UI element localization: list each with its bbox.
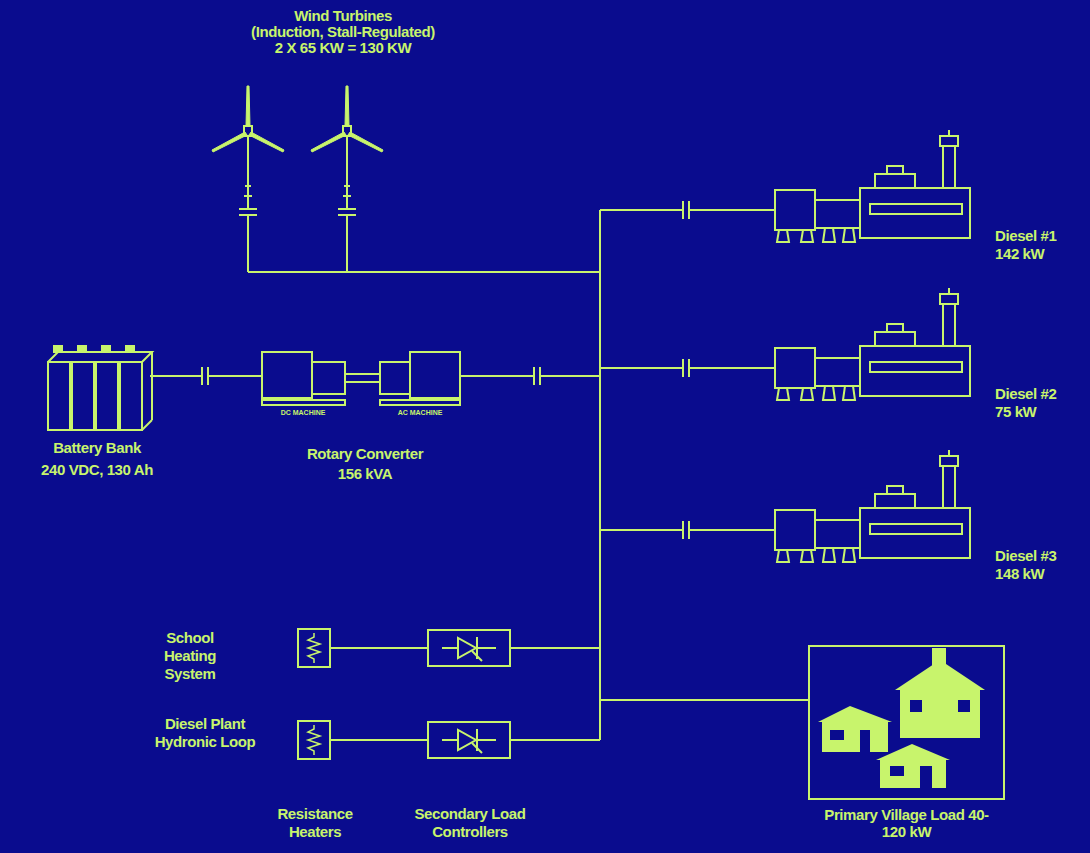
rating-label: 142 kW [995, 246, 1044, 262]
wind-turbine [212, 86, 284, 272]
component-subtitle: (Induction, Stall-Regulated) [251, 24, 435, 40]
rating-label: 148 kW [995, 566, 1044, 582]
diesel-genset [682, 450, 970, 562]
component-title: Heaters [289, 824, 341, 840]
load-label: Diesel Plant [165, 716, 245, 732]
component-title: Wind Turbines [294, 8, 392, 24]
machine-label: AC MACHINE [398, 409, 443, 417]
component-title: Controllers [432, 824, 508, 840]
diesel-genset [682, 130, 970, 242]
load-label: Hydronic Loop [155, 734, 256, 750]
resistance-heater [298, 721, 330, 759]
machine-label: DC MACHINE [281, 409, 326, 417]
component-title: Rotary Converter [307, 446, 423, 462]
rating-label: 2 X 65 KW = 130 KW [275, 40, 412, 56]
component-title: Battery Bank [53, 440, 141, 456]
component-title: Diesel #1 [995, 228, 1056, 244]
component-title: Secondary Load [414, 806, 525, 822]
secondary-load-controller [428, 630, 510, 666]
load-label: System [165, 666, 216, 682]
load-label: School [166, 630, 214, 646]
wind-turbine [311, 86, 383, 272]
resistance-heater [298, 629, 330, 667]
component-title: Resistance [277, 806, 352, 822]
rating-label: 156 kVA [338, 466, 392, 482]
load-label: Heating [164, 648, 216, 664]
load-label: Primary Village Load 40-120 kW [818, 806, 996, 840]
component-title: Diesel #2 [995, 386, 1056, 402]
component-title: Diesel #3 [995, 548, 1056, 564]
village-houses [818, 648, 985, 788]
rating-label: 240 VDC, 130 Ah [41, 462, 153, 478]
village-load-box: Primary Village Load 40-120 kW [808, 645, 1005, 800]
battery-bank [48, 346, 209, 430]
rotary-converter [262, 352, 541, 405]
rating-label: 75 kW [995, 404, 1036, 420]
bus-wiring [150, 210, 808, 740]
secondary-load-controller [428, 722, 510, 758]
diesel-genset [682, 288, 970, 400]
